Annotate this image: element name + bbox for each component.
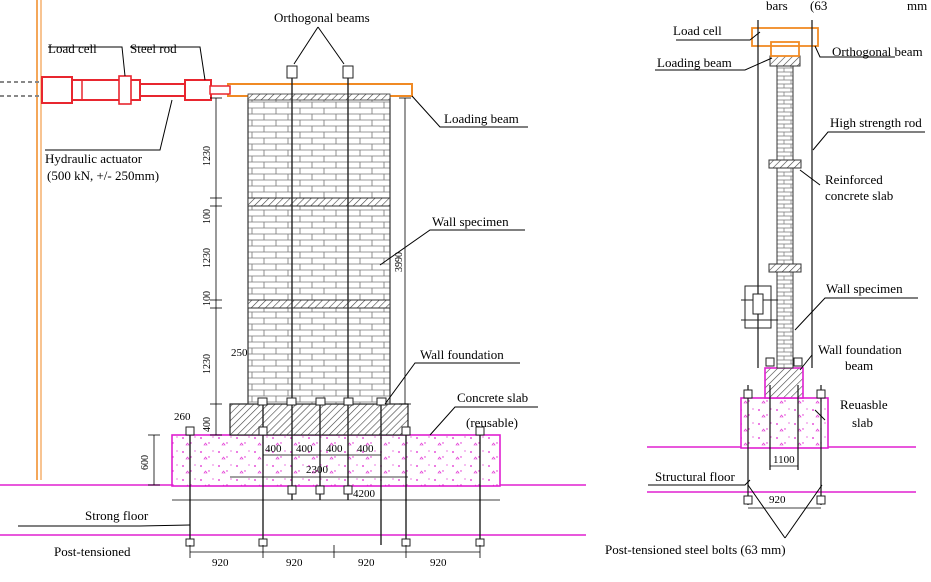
dim-1230-bot: 1230 [202,354,213,374]
dim-1230-top: 1230 [202,146,213,166]
left-elevation-view: Orthogonal beams Load cell Steel rod Loa… [0,0,586,569]
label-hydraulic-actuator: Hydraulic actuator [45,151,143,166]
rc-slab-lower [768,263,802,273]
label-post-tensioned: Post-tensioned [54,544,131,559]
dim-1230-mid: 1230 [202,248,213,268]
wall-foundation-beam [764,367,804,399]
rc-slab-upper [768,159,802,169]
label-post-tensioned-bolts: Post-tensioned steel bolts (63 mm) [605,542,786,557]
loading-beam [227,83,413,101]
label-load-cell-right: Load cell [673,23,722,38]
dim-100-a: 100 [202,209,213,224]
label-wall-specimen-left: Wall specimen [432,214,509,229]
label-bars-mm: mm [907,0,927,13]
dim-920-2: 920 [286,557,303,569]
dim-260: 260 [174,411,191,423]
label-reusable: (reusable) [466,415,518,430]
reusable-slab [740,397,829,449]
dim-400-v: 400 [202,417,213,432]
displacement-transducer [741,285,778,329]
label-wall-foundation-left: Wall foundation [420,347,504,362]
label-reusable-2: slab [852,415,873,430]
label-concrete-slab: Concrete slab [457,390,528,405]
label-structural-floor: Structural floor [655,469,735,484]
dim-920-4: 920 [430,557,447,569]
dim-1100: 1100 [773,454,795,466]
label-reusable-1: Reuasble [840,397,888,412]
label-steel-rod: Steel rod [130,41,177,56]
dim-600: 600 [140,455,151,470]
dim-400-h1: 400 [265,443,282,455]
dim-920-right: 920 [769,494,786,506]
dim-400-h2: 400 [296,443,313,455]
label-strong-floor: Strong floor [85,508,149,523]
label-load-cell-left: Load cell [48,41,97,56]
label-loading-beam-left: Loading beam [444,111,519,126]
orthogonal-beam-nuts [185,65,485,547]
label-bars: bars [766,0,788,13]
label-orthogonal-beam: Orthogonal beam [832,44,923,59]
label-rc-slab-2: concrete slab [825,188,893,203]
wall-specimen-column [776,63,794,369]
label-wall-specimen-right: Wall specimen [826,281,903,296]
dim-920-3: 920 [358,557,375,569]
concrete-slab [171,434,501,487]
dim-2300: 2300 [306,464,329,476]
side-rods [747,20,822,505]
label-wall-foundation-2: beam [845,358,873,373]
side-nuts [743,357,826,505]
wall-specimen [247,97,391,405]
dim-400-h3: 400 [326,443,343,455]
hydraulic-actuator [0,76,231,104]
vertical-rods [189,72,481,545]
label-rc-slab-1: Reinforced [825,172,883,187]
dim-100-b: 100 [202,291,213,306]
label-orthogonal-beams: Orthogonal beams [274,10,370,25]
horizontal-dimensions [172,454,500,558]
loading-beam-side [769,55,801,67]
label-high-strength-rod: High strength rod [830,115,922,130]
dim-4200: 4200 [353,488,376,500]
orthogonal-beam-side [751,27,819,57]
dim-920-1: 920 [212,557,229,569]
right-side-view: bars (63 mm Load cell Orthogonal beam Lo… [605,0,927,557]
dim-3990: 3990 [394,252,405,272]
left-leader-lines [18,26,538,527]
right-dimensions [748,465,821,509]
label-actuator-spec: (500 kN, +/- 250mm) [47,168,159,183]
label-bars-63: (63 [810,0,827,13]
right-leader-lines [648,31,925,539]
vertical-dimensions [148,97,411,486]
dim-400-h4: 400 [357,443,374,455]
label-wall-foundation-1: Wall foundation [818,342,902,357]
load-cell [118,75,132,105]
label-loading-beam-right: Loading beam [657,55,732,70]
dim-250: 250 [231,347,248,359]
